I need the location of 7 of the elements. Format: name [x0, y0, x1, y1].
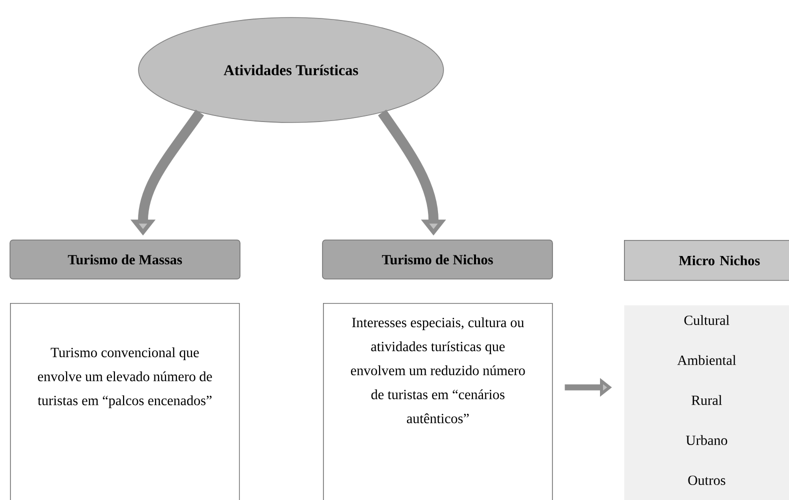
header-box: Turismo de Massas	[10, 240, 240, 280]
text-box: Turismo convencional que envolve um elevado número de turistas em “palcos encenados”	[10, 303, 240, 500]
header-box: Turismo de Nichos	[322, 240, 553, 280]
list-panel: Cultural Ambiental Rural Urbano Outros	[624, 305, 789, 500]
ellipse-node: Atividades Turísticas	[138, 17, 444, 123]
header-box: Micro Nichos	[624, 240, 789, 281]
text-box: Interesses especiais, cultura ou atividades turísticas que envolvem um reduzido número de turistas em “cenários autênticos”	[323, 303, 553, 500]
